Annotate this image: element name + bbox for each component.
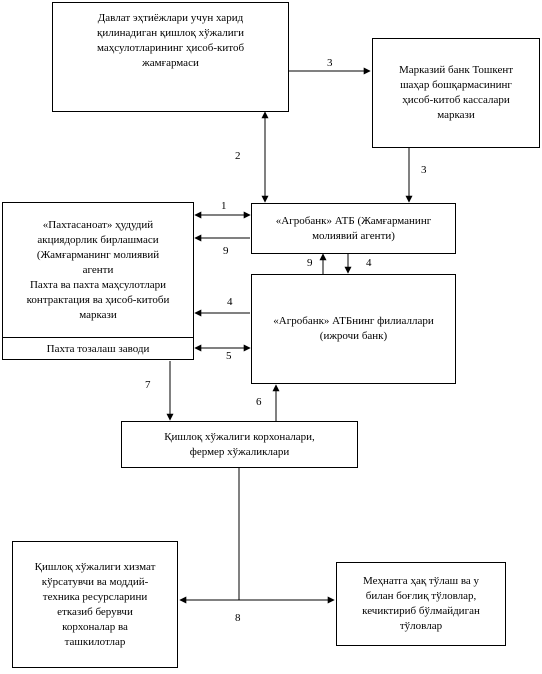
- label-3-top: 3: [327, 57, 333, 69]
- label-2: 2: [235, 150, 241, 162]
- label-7: 7: [145, 379, 151, 391]
- box-agrobank-atb: «Агробанк» АТБ (Жамғарманинг молиявий аг…: [251, 203, 456, 254]
- label-5: 5: [226, 350, 232, 362]
- box-agri-enterprises-text: Қишлоқ хўжалиги корхоналари, фермер хўжа…: [164, 430, 315, 458]
- box-pakhta-zavodi-text: Пахта тозалаш заводи: [46, 342, 150, 355]
- box-pakhtasanoat: «Пахтасаноат» ҳудудий акциядорлик бирлаш…: [2, 202, 194, 360]
- label-4-left: 4: [227, 296, 233, 308]
- label-8: 8: [235, 612, 241, 624]
- box-central-bank: Марказий банк Тошкент шаҳар бошқармасини…: [372, 38, 540, 148]
- box-davlat-fund-text: Давлат эҳтиёжлари учун харид қилинадиган…: [96, 12, 245, 69]
- label-3-right: 3: [421, 164, 427, 176]
- box-agrobank-branches: «Агробанк» АТБнинг филиаллари (ижрочи ба…: [251, 274, 456, 384]
- box-pakhtasanoat-upper: «Пахтасаноат» ҳудудий акциядорлик бирлаш…: [3, 203, 193, 338]
- label-6: 6: [256, 396, 262, 408]
- label-4-mid: 4: [366, 257, 372, 269]
- box-wage-payments: Меҳнатга ҳақ тўлаш ва у билан боғлиқ тўл…: [336, 562, 506, 646]
- box-agrobank-branches-text: «Агробанк» АТБнинг филиаллари (ижрочи ба…: [273, 315, 434, 342]
- label-9-left: 9: [223, 245, 229, 257]
- label-9-mid: 9: [307, 257, 313, 269]
- box-central-bank-text: Марказий банк Тошкент шаҳар бошқармасини…: [398, 64, 514, 121]
- box-wage-payments-text: Меҳнатга ҳақ тўлаш ва у билан боғлиқ тўл…: [362, 575, 480, 632]
- box-service-suppliers-text: Қишлоқ хўжалиги хизмат кўрсатувчи ва мод…: [34, 560, 156, 648]
- box-agrobank-atb-text: «Агробанк» АТБ (Жамғарманинг молиявий аг…: [275, 214, 432, 242]
- box-pakhtasanoat-text: «Пахтасаноат» ҳудудий акциядорлик бирлаш…: [26, 218, 170, 321]
- box-davlat-fund: Давлат эҳтиёжлари учун харид қилинадиган…: [52, 2, 289, 112]
- box-service-suppliers: Қишлоқ хўжалиги хизмат кўрсатувчи ва мод…: [12, 541, 178, 668]
- label-1: 1: [221, 200, 227, 212]
- box-pakhta-zavodi: Пахта тозалаш заводи: [3, 338, 193, 360]
- box-agri-enterprises: Қишлоқ хўжалиги корхоналари, фермер хўжа…: [121, 421, 358, 468]
